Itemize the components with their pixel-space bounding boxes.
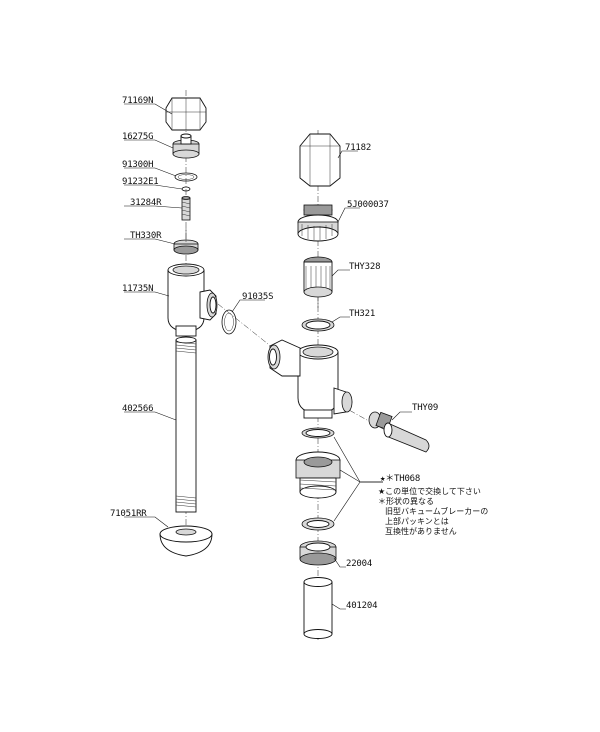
part-thy328-breaker (303, 256, 333, 308)
note-line-5: 互換性がありません (385, 526, 457, 536)
label-91232e1: 91232E1 (122, 177, 159, 187)
label-91035s: 91035S (242, 292, 273, 302)
left-assembly (159, 90, 237, 557)
part-91035s-gasket (221, 309, 237, 335)
part-401204-tube (303, 577, 333, 639)
part-th330r (173, 228, 199, 255)
part-flush-valve-body (267, 339, 353, 419)
label-71051rr: 71051RR (110, 509, 147, 519)
part-11735n-body (167, 263, 218, 337)
label-91300h: 91300H (122, 160, 153, 170)
note-line-1: ★この単位で交換して下さい (378, 486, 481, 496)
label-16275g: 16275G (122, 132, 153, 142)
part-16275g-nut (172, 133, 200, 159)
label-th330r: TH330R (130, 231, 162, 241)
label-402566: 402566 (122, 404, 153, 414)
label-th321: TH321 (349, 309, 375, 319)
note-line-2: ＊形状の異なる (378, 496, 434, 506)
part-thy09-handle (368, 411, 430, 453)
label-thy09: THY09 (412, 403, 438, 413)
label-thy328: THY328 (349, 262, 380, 272)
label-22004: 22004 (346, 559, 372, 569)
label-5j000037: 5J000037 (347, 200, 389, 210)
part-th068-unit (295, 451, 341, 499)
connection-axis-left (217, 303, 279, 353)
part-71051rr-escutcheon (159, 525, 213, 557)
label-71182: 71182 (345, 143, 371, 153)
part-5j000037-cartridge (297, 204, 339, 242)
part-labels: 71169N 16275G 91300H 91232E1 31284R TH33… (110, 96, 438, 611)
notes: ★この単位で交換して下さい ＊形状の異なる 旧型バキュームブレーカーの 上部パッ… (378, 486, 488, 536)
part-71182-cover (299, 133, 341, 187)
label-11735n: 11735N (122, 284, 153, 294)
part-402566-pipe (175, 336, 197, 513)
label-31284r: 31284R (130, 198, 162, 208)
right-assembly (267, 130, 430, 640)
note-line-4: 上部パッキンとは (385, 516, 449, 526)
part-71169n-cap (165, 97, 207, 131)
part-91300h-oring (174, 172, 198, 182)
part-31284r-stem (181, 196, 191, 221)
label-71169n: 71169N (122, 96, 153, 106)
part-22004-nut (299, 540, 337, 566)
label-th068: ★＊TH068 (380, 474, 420, 484)
note-line-3: 旧型バキュームブレーカーの (385, 506, 488, 516)
leader-lines (124, 103, 412, 610)
label-401204: 401204 (346, 601, 377, 611)
